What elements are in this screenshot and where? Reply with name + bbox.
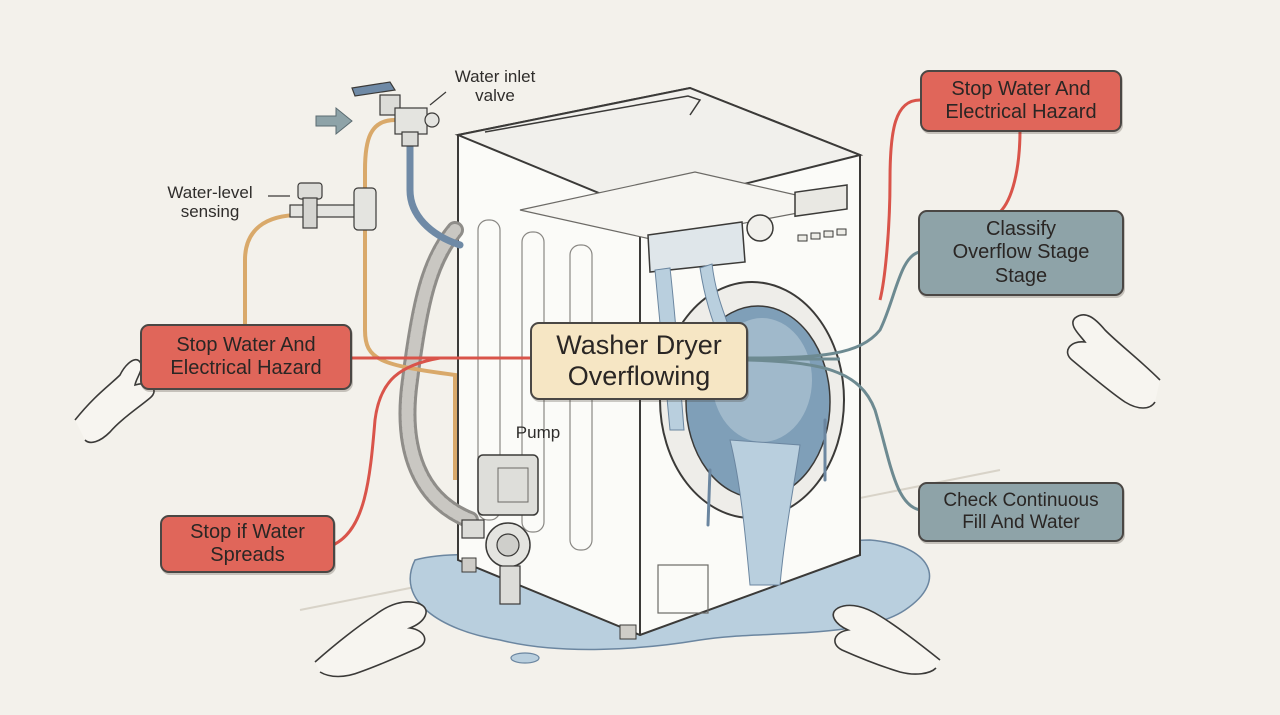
water-level-sensing-label: Water-level sensing <box>167 183 253 221</box>
connector-line <box>747 250 921 360</box>
water-drip <box>706 468 712 527</box>
connector-line <box>998 129 1022 214</box>
stop-hazard-left-box: Stop Water And Electrical Hazard <box>140 324 352 390</box>
water-droplet <box>510 652 540 664</box>
detergent-drawer <box>647 221 746 273</box>
water-inlet-valve-label: Water inlet valve <box>454 67 536 105</box>
sensor-tube <box>243 213 301 330</box>
stop-spreads-box: Stop if Water Spreads <box>160 515 335 573</box>
inlet-hose-blue <box>406 121 464 249</box>
level-sensor-illustration <box>289 182 377 231</box>
hand-icon <box>314 600 427 678</box>
check-fill-box: Check Continuous Fill And Water <box>918 482 1124 542</box>
connector-line <box>878 98 921 301</box>
inlet-hose-tan <box>363 118 457 480</box>
water-stream <box>729 439 801 586</box>
connector-line <box>332 356 441 547</box>
center-node: Washer Dryer Overflowing <box>530 322 748 400</box>
hand-icon <box>74 358 155 444</box>
stop-hazard-right-box: Stop Water And Electrical Hazard <box>920 70 1122 132</box>
connector-line <box>747 358 921 512</box>
dial-knob <box>746 214 774 242</box>
hand-icon <box>832 604 941 675</box>
pump-label: Pump <box>515 423 561 442</box>
hand-icon <box>1066 314 1161 409</box>
inlet-valve-illustration <box>351 81 440 147</box>
display-window <box>794 184 848 218</box>
arrow-icon <box>315 106 353 136</box>
leader-line <box>429 91 447 106</box>
classify-stage-box: Classify Overflow Stage Stage <box>918 210 1124 296</box>
pump-illustration <box>461 454 539 605</box>
